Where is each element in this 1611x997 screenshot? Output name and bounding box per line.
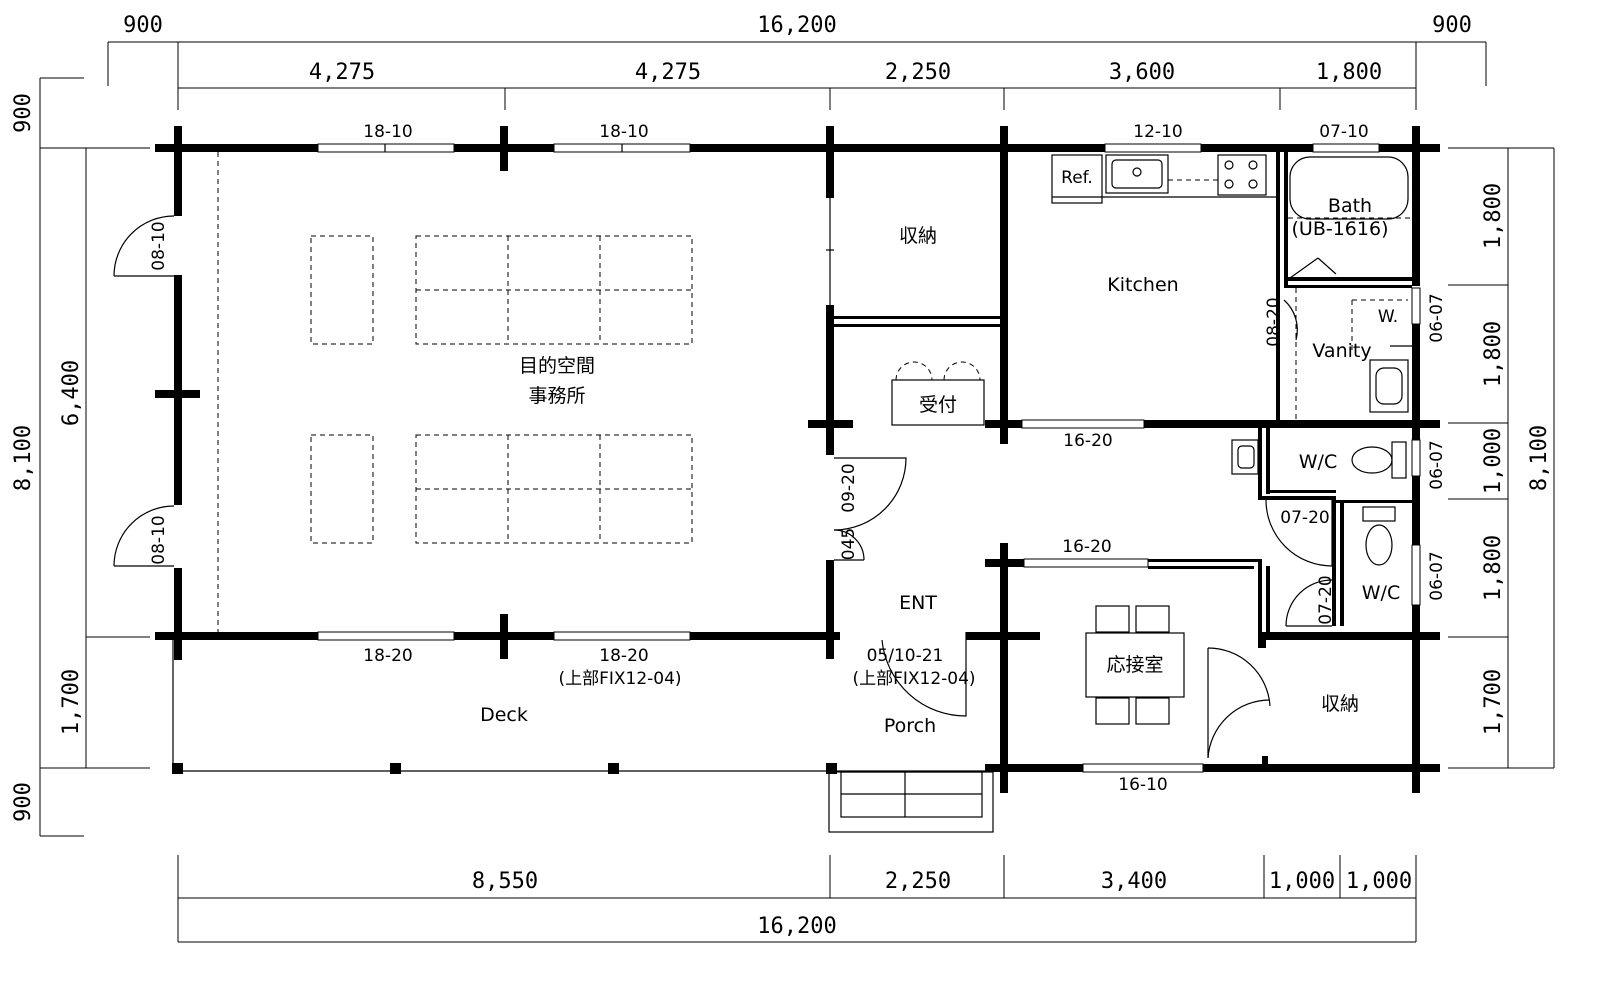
storage-bottom-label: 収納 xyxy=(1321,693,1359,715)
code-vanity-door: 08-20 xyxy=(1264,297,1284,346)
dim-top-seg-2: 4,275 xyxy=(635,60,701,85)
code-drawing-window: 16-20 xyxy=(1062,537,1111,557)
code-entry-side: 045 xyxy=(839,528,859,560)
main-room-label-1: 目的空間 xyxy=(519,355,595,377)
dim-right-seg-2: 1,800 xyxy=(1481,321,1506,387)
code-deck-window-2: 18-20 xyxy=(599,646,648,666)
bath-model-label: (UB-1616) xyxy=(1292,218,1389,240)
dim-top-seg-4: 3,600 xyxy=(1109,60,1175,85)
bath-label: Bath xyxy=(1328,195,1372,217)
reception-label: 受付 xyxy=(919,394,957,416)
code-kitchen-window: 12-10 xyxy=(1133,122,1182,142)
dim-bottom-total: 16,200 xyxy=(757,914,836,939)
dim-left-seg-1: 6,400 xyxy=(59,360,84,426)
dim-bottom-seg-1: 8,550 xyxy=(472,869,538,894)
dim-left-seg-2: 1,700 xyxy=(59,669,84,735)
storage-top-label: 収納 xyxy=(899,225,937,247)
code-ent-door-note: (上部FIX12-04) xyxy=(852,669,975,689)
code-entry-door: 09-20 xyxy=(839,463,859,512)
code-ent-door: 05/10-21 xyxy=(867,646,944,666)
dim-right-seg-5: 1,700 xyxy=(1481,669,1506,735)
refrigerator-label: Ref. xyxy=(1061,168,1093,188)
dim-left-top-overhang: 900 xyxy=(11,93,36,133)
dim-right-seg-3: 1,000 xyxy=(1481,428,1506,494)
dim-left-total: 8,100 xyxy=(11,425,36,491)
dim-bottom-seg-5: 1,000 xyxy=(1346,869,1412,894)
dim-bottom-seg-2: 2,250 xyxy=(885,869,951,894)
entrance-label: ENT xyxy=(899,592,937,614)
washer-label: W. xyxy=(1378,307,1398,327)
code-top-window-1: 18-10 xyxy=(363,122,412,142)
bottom-dimensions: 8,550 2,250 3,400 1,000 1,000 16,200 xyxy=(177,855,1417,943)
top-dimensions: 900 16,200 900 4,275 4,275 2,250 3,600 1… xyxy=(107,13,1487,110)
code-wc-window-upper: 06-07 xyxy=(1427,440,1447,489)
code-wc-window-lower: 06-07 xyxy=(1427,551,1447,600)
code-bottom-window: 16-10 xyxy=(1118,775,1167,795)
furniture xyxy=(310,154,1412,725)
code-deck-window-1: 18-20 xyxy=(363,646,412,666)
dim-top-total: 16,200 xyxy=(757,13,836,38)
doors xyxy=(113,215,1333,759)
code-wc-door-upper: 07-20 xyxy=(1280,508,1329,528)
main-room-label-2: 事務所 xyxy=(528,385,585,407)
code-deck-window-2-note: (上部FIX12-04) xyxy=(558,669,681,689)
deck-label: Deck xyxy=(480,704,528,726)
porch-label: Porch xyxy=(884,715,936,737)
room-labels: 目的空間 事務所 収納 受付 Kitchen Ref. Bath (UB-161… xyxy=(480,168,1400,737)
opening-codes: 18-10 18-10 12-10 07-10 08-10 08-10 08-2… xyxy=(149,122,1447,795)
wc-upper-label: W/C xyxy=(1299,451,1337,473)
dim-top-seg-5: 1,800 xyxy=(1316,60,1382,85)
dim-right-seg-1: 1,800 xyxy=(1481,183,1506,249)
dim-right-seg-4: 1,800 xyxy=(1481,535,1506,601)
wc-lower-label: W/C xyxy=(1362,582,1400,604)
kitchen-label: Kitchen xyxy=(1107,274,1178,296)
dim-top-right-overhang: 900 xyxy=(1432,13,1472,38)
right-dimensions: 1,800 1,800 1,000 1,800 1,700 8,100 xyxy=(1448,147,1555,769)
thin-lines xyxy=(172,152,994,833)
dim-bottom-seg-4: 1,000 xyxy=(1269,869,1335,894)
dim-bottom-seg-3: 3,400 xyxy=(1101,869,1167,894)
drawing-room-label: 応接室 xyxy=(1106,654,1163,676)
code-bath-window: 07-10 xyxy=(1319,122,1368,142)
dim-top-seg-3: 2,250 xyxy=(885,60,951,85)
code-washer-window: 06-07 xyxy=(1427,293,1447,342)
code-top-window-2: 18-10 xyxy=(599,122,648,142)
dim-right-total: 8,100 xyxy=(1527,425,1552,491)
vanity-label: Vanity xyxy=(1312,340,1371,362)
code-left-door-top: 08-10 xyxy=(149,221,169,270)
left-dimensions: 900 8,100 900 6,400 1,700 xyxy=(11,77,150,837)
dim-top-left-overhang: 900 xyxy=(123,13,163,38)
code-left-door-bottom: 08-10 xyxy=(149,515,169,564)
code-wc-door-lower: 07-20 xyxy=(1316,575,1336,624)
walls xyxy=(155,126,1440,793)
code-reception-window: 16-20 xyxy=(1063,431,1112,451)
dim-left-bottom-overhang: 900 xyxy=(11,782,36,822)
dim-top-seg-1: 4,275 xyxy=(309,60,375,85)
